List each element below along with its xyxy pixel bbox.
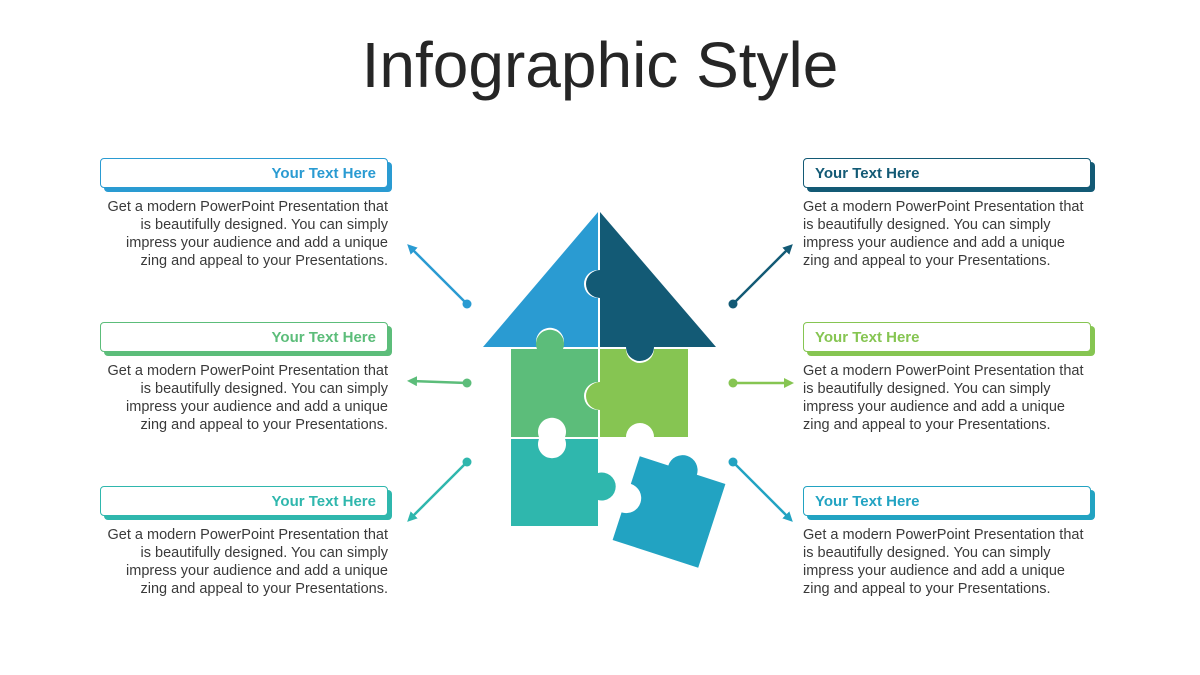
card-label: Your Text Here (271, 329, 376, 346)
puzzle-piece-bottom-left (511, 439, 616, 526)
card-body: Get a modern PowerPoint Presentation tha… (107, 363, 389, 433)
card-body: Get a modern PowerPoint Presentation tha… (803, 363, 1084, 433)
card-top-right: Your Text Here Get a modern PowerPoint P… (803, 158, 1099, 270)
puzzle-piece-roof-right (586, 212, 716, 361)
card-body: Get a modern PowerPoint Presentation tha… (803, 527, 1084, 597)
card-label: Your Text Here (815, 493, 920, 510)
puzzle-piece-middle-right (586, 349, 688, 437)
connector-middle-left (407, 376, 472, 388)
label-box: Your Text Here (100, 158, 392, 192)
puzzle-piece-loose (612, 455, 726, 568)
card-label: Your Text Here (815, 165, 920, 182)
label-box: Your Text Here (100, 486, 392, 520)
card-body: Get a modern PowerPoint Presentation tha… (107, 199, 389, 269)
connector-bottom-left (407, 457, 472, 522)
label-box: Your Text Here (803, 486, 1095, 520)
card-body: Get a modern PowerPoint Presentation tha… (107, 527, 389, 597)
card-bottom-left: Your Text Here Get a modern PowerPoint P… (100, 486, 396, 598)
card-label: Your Text Here (271, 165, 376, 182)
card-middle-left: Your Text Here Get a modern PowerPoint P… (100, 322, 396, 434)
card-label: Your Text Here (815, 329, 920, 346)
card-middle-right: Your Text Here Get a modern PowerPoint P… (803, 322, 1099, 434)
connector-top-right (728, 244, 793, 309)
card-bottom-right: Your Text Here Get a modern PowerPoint P… (803, 486, 1099, 598)
connector-top-left (407, 244, 472, 309)
puzzle-piece-middle-left (511, 329, 598, 437)
card-label: Your Text Here (271, 493, 376, 510)
page-title: Infographic Style (361, 29, 839, 101)
connector-middle-right (728, 378, 794, 388)
card-top-left: Your Text Here Get a modern PowerPoint P… (100, 158, 396, 270)
label-box: Your Text Here (100, 322, 392, 356)
label-box: Your Text Here (803, 158, 1095, 192)
label-box: Your Text Here (803, 322, 1095, 356)
card-body: Get a modern PowerPoint Presentation tha… (803, 199, 1084, 269)
connector-bottom-right (728, 457, 793, 522)
puzzle-piece-roof-left (483, 212, 598, 347)
